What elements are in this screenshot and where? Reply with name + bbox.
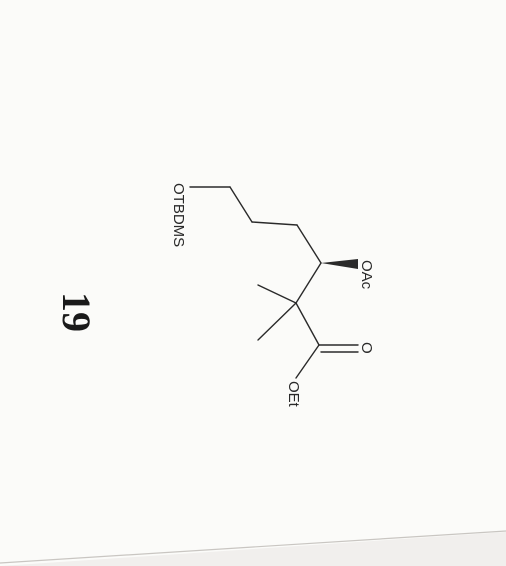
carbon-chain (189, 186, 359, 379)
label-otbdms: OTBDMS (170, 183, 187, 247)
bond-c6-oet (295, 344, 320, 379)
compound-number: 19 (54, 292, 99, 332)
label-oac: OAc (358, 260, 375, 290)
bond-c2-c3 (251, 221, 298, 226)
label-carbonyl-o: O (358, 342, 375, 354)
wedge-bond-oac (321, 259, 358, 269)
bond-methyl-b (257, 302, 297, 341)
bond-c1-c2 (229, 186, 253, 223)
label-oet: OEt (285, 381, 302, 408)
bond-c3-c4 (296, 224, 322, 264)
bond-c5-c6 (295, 302, 320, 346)
bond-c4-c5 (295, 262, 322, 304)
bond-methyl-a (257, 284, 297, 304)
